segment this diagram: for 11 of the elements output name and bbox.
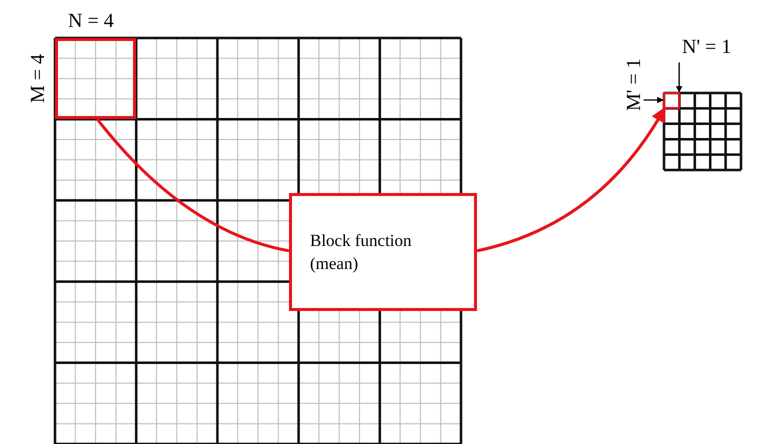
dimension-label: N = 4 (68, 10, 114, 33)
highlighted-block (55, 38, 136, 119)
dimension-label: M = 4 (27, 54, 50, 104)
dimension-label: M' = 1 (623, 51, 645, 111)
highlighted-cell (663, 92, 680, 109)
curved-line (96, 118, 290, 252)
curved-arrow (476, 106, 666, 252)
dimension-label: N' = 1 (682, 36, 742, 58)
leader-line (644, 96, 664, 104)
leader-line (676, 62, 682, 93)
function-box: Block function (mean) (289, 193, 477, 311)
